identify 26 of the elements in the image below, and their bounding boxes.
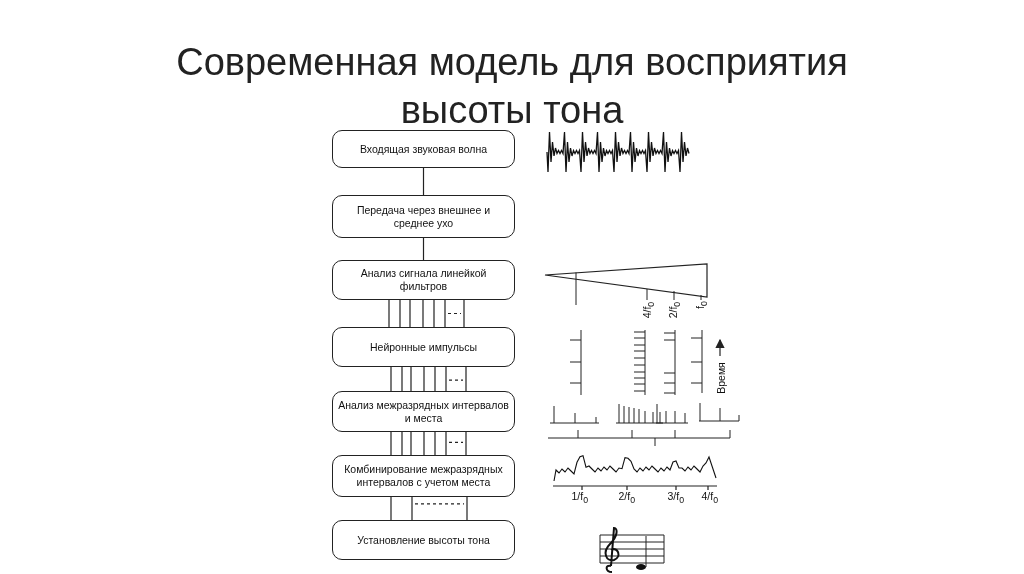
connector-bundle	[390, 366, 467, 392]
process-box	[332, 327, 515, 367]
process-box	[332, 260, 515, 300]
connector-bundle	[390, 496, 468, 521]
process-box	[332, 391, 515, 432]
box-label: Входящая звуковая волна	[358, 142, 489, 156]
connector-line	[422, 167, 425, 196]
process-box	[332, 130, 515, 168]
tick-label: 3/f$_{0}$	[667, 490, 685, 507]
box-label: Анализ межразрядных интервалов и места	[337, 398, 510, 425]
connector-bundle	[390, 431, 467, 456]
process-box	[332, 520, 515, 560]
tick-label: 1/f$_{0}$	[571, 490, 589, 507]
title: Современная модель для восприятия высоты тона	[175, 40, 849, 133]
box-label: Анализ сигнала линейкой фильтров	[359, 267, 488, 293]
box-label: Нейронные импульсы	[368, 340, 479, 354]
box-label: Установление высоты тона	[356, 533, 491, 547]
tick-label: 4/f$_{0}$	[701, 490, 719, 507]
tick-label: 2/f$_{0}$	[618, 490, 636, 507]
box-label: Передача через внешнее и среднее ухо	[355, 203, 492, 230]
process-box	[332, 455, 515, 497]
box-label: Комбинирование межразрядных интервалов с учетом места	[343, 463, 504, 489]
connector-bundle	[388, 299, 465, 328]
process-box	[332, 195, 515, 238]
axis-label: Время	[714, 362, 727, 394]
connector-line	[422, 237, 425, 261]
